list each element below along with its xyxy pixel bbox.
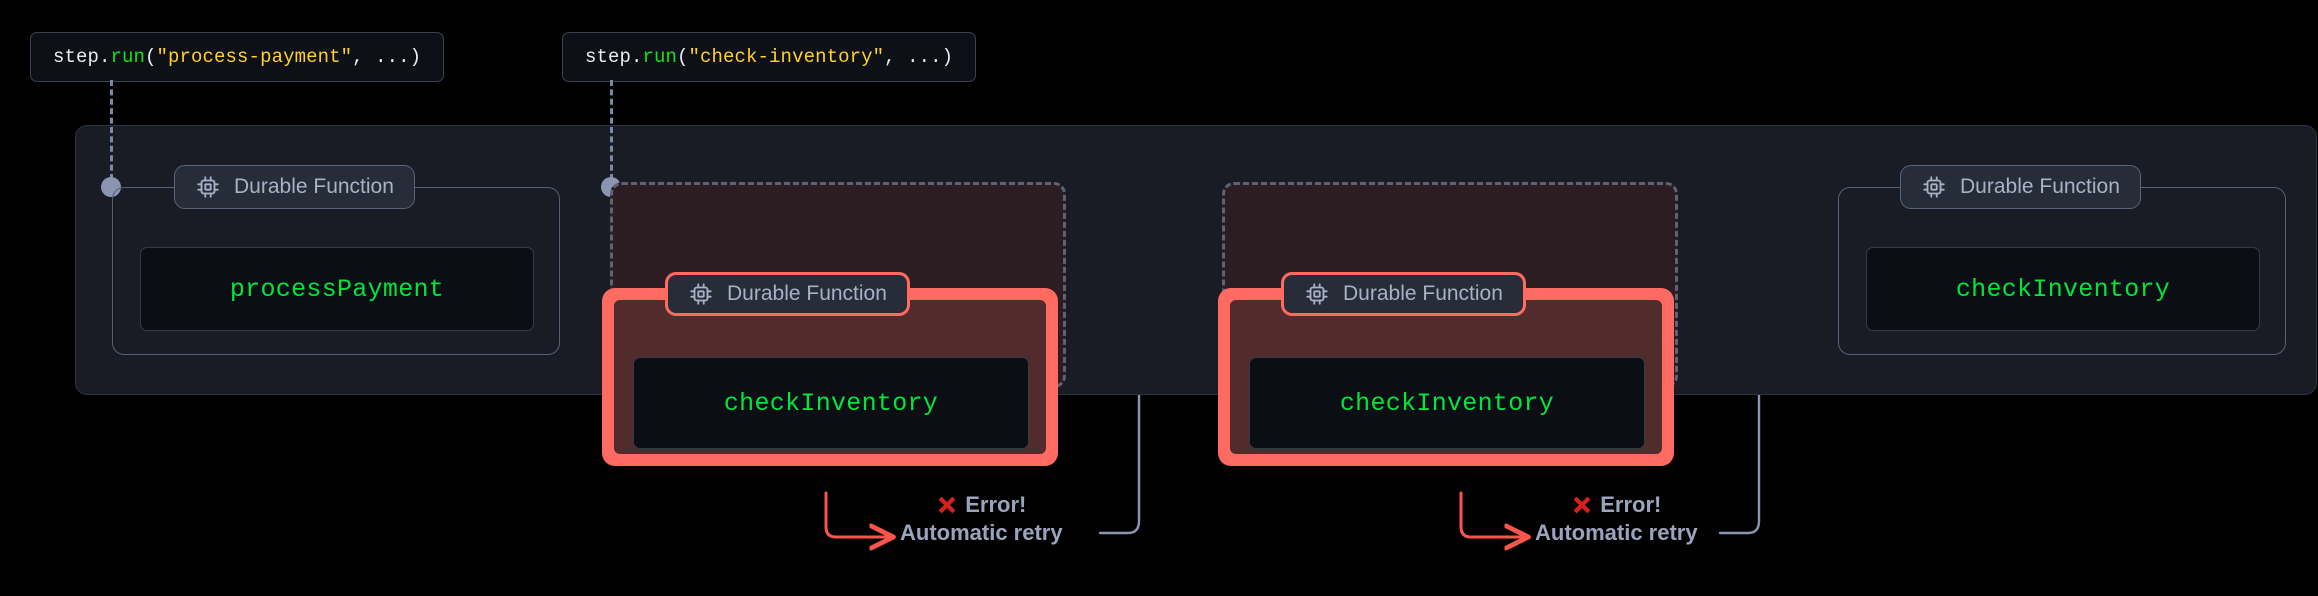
code-token-object: step.: [53, 46, 111, 68]
durable-function-badge: Durable Function: [174, 165, 415, 209]
code-token-paren: (: [145, 46, 157, 68]
error-row: Error!: [1571, 492, 1661, 518]
function-name: processPayment: [229, 274, 445, 304]
function-name-box: checkInventory: [1249, 357, 1645, 449]
code-token-string: "check-inventory": [688, 46, 885, 68]
error-x-icon: [1573, 496, 1591, 514]
chip-icon: [1306, 283, 1328, 305]
durable-function-badge: Durable Function: [1281, 272, 1526, 316]
drop-line-2: [610, 80, 613, 180]
step-card-check-inventory-success[interactable]: Durable Function checkInventory: [1838, 165, 2286, 355]
function-name: checkInventory: [723, 388, 939, 418]
code-token-string: "process-payment": [156, 46, 353, 68]
badge-label: Durable Function: [1343, 282, 1503, 305]
function-name-box: checkInventory: [633, 357, 1029, 449]
badge-label: Durable Function: [727, 282, 887, 305]
function-name: checkInventory: [1339, 388, 1555, 418]
drop-line-1: [110, 80, 113, 180]
function-name-box: checkInventory: [1866, 247, 2260, 331]
error-row: Error!: [936, 492, 1026, 518]
function-name: checkInventory: [1955, 274, 2171, 304]
code-token-paren: (: [677, 46, 689, 68]
durable-function-badge: Durable Function: [665, 272, 910, 316]
code-token-tail: , ...): [352, 46, 422, 68]
code-token-object: step.: [585, 46, 643, 68]
chip-icon: [690, 283, 712, 305]
chip-icon: [197, 176, 219, 198]
code-token-tail: , ...): [884, 46, 954, 68]
automatic-retry-label: Automatic retry: [1535, 520, 1698, 545]
error-label: Error!: [1600, 492, 1662, 517]
badge-label: Durable Function: [1960, 175, 2120, 198]
badge-label: Durable Function: [234, 175, 394, 198]
error-label: Error!: [965, 492, 1027, 517]
durable-function-badge: Durable Function: [1900, 165, 2141, 209]
function-name-box: processPayment: [140, 247, 534, 331]
code-label-process-payment[interactable]: step.run("process-payment", ...): [30, 32, 445, 82]
error-x-icon: [938, 496, 956, 514]
code-token-method: run: [642, 46, 678, 68]
code-token-method: run: [110, 46, 146, 68]
retry-annotation-1: Error! Automatic retry: [900, 492, 1063, 546]
step-card-process-payment[interactable]: Durable Function processPayment: [112, 165, 560, 355]
chip-icon: [1923, 176, 1945, 198]
retry-annotation-2: Error! Automatic retry: [1535, 492, 1698, 546]
code-label-check-inventory[interactable]: step.run("check-inventory", ...): [562, 32, 977, 82]
automatic-retry-label: Automatic retry: [900, 520, 1063, 545]
